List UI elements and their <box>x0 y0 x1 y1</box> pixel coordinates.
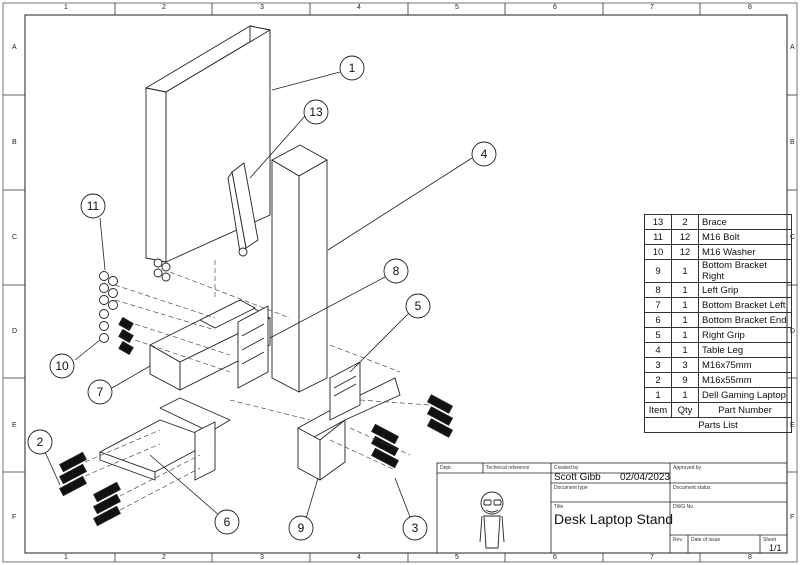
leader-lines <box>44 71 473 523</box>
zone-row-right: B <box>790 139 795 146</box>
title-label: Title <box>554 504 564 510</box>
zone-col-top: 1 <box>64 4 68 11</box>
m16-washers-group <box>99 258 171 343</box>
zone-col-bottom: 2 <box>162 554 166 561</box>
zone-row-left: E <box>12 422 17 429</box>
part-cell: Bottom Bracket Right <box>698 259 792 283</box>
rev-label: Rev. <box>673 537 683 543</box>
approved-by-label: Approved by <box>673 465 702 471</box>
tech-ref-label: Technical reference <box>486 465 530 471</box>
zone-row-right: A <box>790 44 795 51</box>
created-date-value: 02/04/2023 <box>620 472 671 483</box>
zone-col-bottom: 1 <box>64 554 68 561</box>
balloon-6: 6 <box>223 515 231 529</box>
bottom-bracket-end-part <box>99 397 231 481</box>
zone-col-bottom: 5 <box>455 554 459 561</box>
balloon-8: 8 <box>392 264 400 278</box>
zone-row-left: C <box>12 234 18 241</box>
right-grip-part <box>329 361 361 421</box>
date-of-issue-label: Date of issue <box>691 537 721 543</box>
sheet-label: Sheet <box>763 537 777 543</box>
balloon-circles <box>27 55 497 541</box>
sheet-value: 1/1 <box>769 543 782 553</box>
dwg-no-label: DWG No. <box>673 504 695 510</box>
zone-col-bottom: 8 <box>748 554 752 561</box>
zone-row-left: A <box>12 44 17 51</box>
brace-part <box>227 162 259 257</box>
balloon-1: 1 <box>348 61 356 75</box>
zone-col-bottom: 6 <box>553 554 557 561</box>
zone-row-left: B <box>12 139 17 146</box>
created-by-label: Created by <box>554 465 579 471</box>
zone-col-bottom: 7 <box>650 554 654 561</box>
dept-label: Dept. <box>440 465 452 471</box>
zone-row-right: C <box>790 234 796 241</box>
balloon-13: 13 <box>309 105 323 119</box>
zone-col-top: 7 <box>650 4 654 11</box>
zone-col-top: 2 <box>162 4 166 11</box>
assembly-centerlines <box>84 260 431 511</box>
table-leg-part <box>271 144 328 393</box>
zone-col-top: 6 <box>553 4 557 11</box>
table-title-row: Parts List <box>644 417 792 433</box>
table-header-row: Item Qty Part Number <box>644 402 792 418</box>
author-avatar <box>479 491 505 549</box>
zone-row-right: D <box>790 328 796 335</box>
drawing-title: Desk Laptop Stand <box>554 511 674 527</box>
created-by-value: Scott Gibb <box>554 472 601 483</box>
item-cell: 9 <box>644 259 672 283</box>
zone-row-left: F <box>12 514 17 521</box>
document-status-label: Document status <box>673 485 711 491</box>
zone-row-left: D <box>12 328 18 335</box>
zone-col-top: 8 <box>748 4 752 11</box>
parts-list-title: Parts List <box>644 417 792 433</box>
balloon-2: 2 <box>36 435 44 449</box>
zone-col-top: 4 <box>357 4 361 11</box>
m16-bolts-group <box>59 317 453 527</box>
document-type-label: Document type <box>554 485 588 491</box>
title-block-frame <box>436 462 788 554</box>
left-grip-part <box>237 305 269 389</box>
zone-col-bottom: 4 <box>357 554 361 561</box>
zone-ticks <box>3 3 797 562</box>
zone-row-right: F <box>790 514 795 521</box>
zone-col-top: 3 <box>260 4 264 11</box>
balloon-4: 4 <box>480 147 488 161</box>
balloon-10: 10 <box>55 359 69 373</box>
balloon-9: 9 <box>297 521 305 535</box>
balloon-7: 7 <box>96 385 104 399</box>
balloon-3: 3 <box>411 521 419 535</box>
balloon-5: 5 <box>414 299 422 313</box>
zone-row-right: E <box>790 422 795 429</box>
balloon-11: 11 <box>86 199 100 213</box>
zone-col-top: 5 <box>455 4 459 11</box>
zone-col-bottom: 3 <box>260 554 264 561</box>
